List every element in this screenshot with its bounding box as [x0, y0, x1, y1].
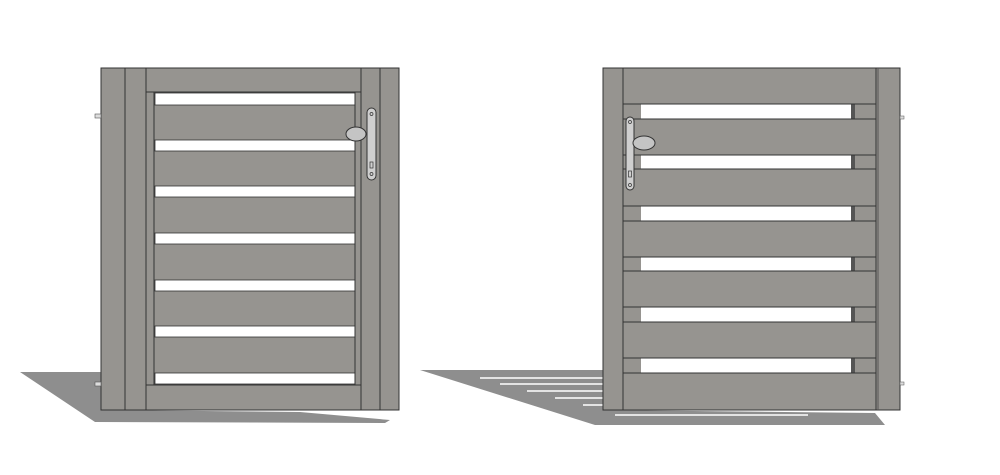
- left-gate-slots: [154, 92, 356, 385]
- left-hinge-bottom: [94, 381, 102, 387]
- gate-slot: [154, 185, 356, 198]
- gate-slot: [154, 232, 356, 245]
- gate-slot: [641, 155, 851, 169]
- right-gate-slots: [623, 103, 876, 374]
- gate-slot: [641, 307, 851, 322]
- gate-slot-shade: [851, 104, 855, 119]
- right-gate-frame: [602, 67, 901, 411]
- gate-slot: [154, 325, 356, 338]
- right-hinge-top: [899, 115, 905, 120]
- right-hinge-bottom: [899, 381, 905, 386]
- gate-slot-shade: [851, 358, 855, 373]
- left-gate: [20, 67, 400, 423]
- gate-slot-shade: [851, 257, 855, 271]
- right-shadow-streaks: [480, 377, 808, 416]
- left-hinge-top: [94, 113, 102, 119]
- gate-slot-shade: [851, 155, 855, 169]
- gate-slot: [154, 372, 356, 385]
- gate-slot: [154, 92, 356, 106]
- gate-slot: [641, 257, 851, 271]
- gate-slot: [154, 139, 356, 152]
- gate-slot: [641, 358, 851, 373]
- door-handle-icon[interactable]: [345, 107, 377, 181]
- right-gate: [420, 67, 905, 425]
- gate-slot: [641, 206, 851, 221]
- door-handle-icon[interactable]: [625, 116, 656, 191]
- gate-slot-shade: [851, 206, 855, 221]
- gate-slot: [154, 279, 356, 292]
- gate-slot: [641, 104, 851, 119]
- gate-slot-shade: [851, 307, 855, 322]
